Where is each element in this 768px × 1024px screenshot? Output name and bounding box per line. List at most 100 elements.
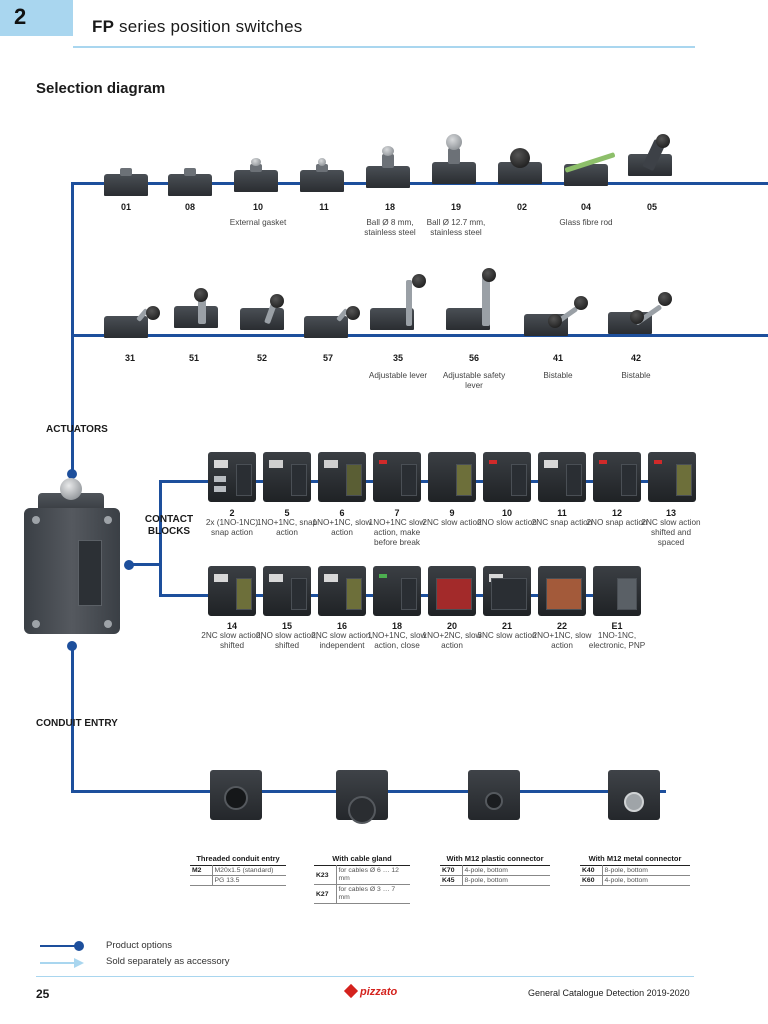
contact-block-desc: 1NO+1NC, slow action bbox=[312, 518, 372, 537]
actuator-11-image bbox=[296, 156, 348, 192]
table-value: 4-pole, bottom bbox=[462, 865, 550, 876]
actuator-05-image bbox=[624, 134, 676, 176]
contact-blocks-label-line2: BLOCKS bbox=[147, 526, 191, 537]
contact-block-desc: 1NO+2NC, slow action bbox=[422, 631, 482, 650]
actuator-code: 19 bbox=[450, 202, 461, 212]
table-title: Threaded conduit entry bbox=[196, 854, 280, 863]
actuator-18-image bbox=[362, 146, 414, 188]
contact-block-desc: 1NO+1NC slow action, make before break bbox=[368, 518, 426, 547]
contact-block-code: 16 bbox=[336, 621, 347, 631]
contact-block-desc: 2NC slow action, shifted bbox=[201, 631, 263, 650]
actuator-desc: Ball Ø 8 mm, stainless steel bbox=[364, 218, 416, 237]
actuator-01-image bbox=[100, 160, 152, 196]
actuator-code: 08 bbox=[184, 202, 195, 212]
actuator-code: 05 bbox=[646, 202, 657, 212]
actuator-code: 52 bbox=[256, 353, 267, 363]
contact-block-desc: 1NO+1NC, slow action, close bbox=[367, 631, 427, 650]
actuator-connector-dot bbox=[67, 469, 77, 479]
actuator-desc: External gasket bbox=[229, 218, 287, 227]
chapter-number: 2 bbox=[14, 4, 27, 29]
table-value: PG 13.5 bbox=[212, 875, 286, 886]
actuator-52-image bbox=[236, 294, 296, 330]
actuator-desc: Ball Ø 12.7 mm, stainless steel bbox=[426, 218, 486, 237]
header-rule bbox=[73, 46, 695, 48]
table-value: for cables Ø 6 … 12 mm bbox=[336, 865, 410, 885]
table-code: M2 bbox=[190, 865, 213, 876]
position-switch-image bbox=[24, 508, 120, 634]
actuator-code: 35 bbox=[392, 353, 403, 363]
table-code: K40 bbox=[580, 865, 603, 876]
contact-block-desc: 2NC slow action, independent bbox=[311, 631, 373, 650]
arrow-right-icon bbox=[74, 958, 84, 968]
contact-block-22-image bbox=[538, 566, 586, 616]
table-title: With cable gland bbox=[332, 854, 392, 863]
actuator-code: 31 bbox=[124, 353, 135, 363]
contact-block-12-image bbox=[593, 452, 641, 502]
contact-block-desc: 2NC slow action shifted and spaced bbox=[641, 518, 701, 547]
actuator-code: 57 bbox=[322, 353, 333, 363]
contact-block-16-image bbox=[318, 566, 366, 616]
legend-product-dot bbox=[74, 941, 84, 951]
contact-block-code: 20 bbox=[446, 621, 457, 631]
page-title: FP series position switches bbox=[92, 17, 302, 37]
actuator-code: 01 bbox=[120, 202, 131, 212]
contact-block-desc: 2NO snap action bbox=[586, 518, 648, 527]
contact-block-desc: 2NC slow action bbox=[422, 518, 482, 527]
contact-blocks-label-line1: CONTACT bbox=[144, 514, 194, 525]
actuator-desc: Adjustable lever bbox=[368, 371, 428, 380]
contact-block-18-image bbox=[373, 566, 421, 616]
contact-block-9-image bbox=[428, 452, 476, 502]
actuator-42-image bbox=[604, 292, 674, 334]
legend-product-line bbox=[40, 945, 78, 947]
contact-trunk-line bbox=[159, 480, 162, 596]
actuator-code: 02 bbox=[516, 202, 527, 212]
table-code: K23 bbox=[314, 865, 337, 885]
contact-block-code: 5 bbox=[284, 508, 290, 518]
actuator-code: 41 bbox=[552, 353, 563, 363]
actuator-19-image bbox=[428, 134, 480, 184]
switch-nameplate bbox=[78, 540, 102, 606]
actuator-code: 51 bbox=[188, 353, 199, 363]
contact-block-10-image bbox=[483, 452, 531, 502]
actuator-code: 56 bbox=[468, 353, 479, 363]
contact-block-code: 18 bbox=[391, 621, 402, 631]
contact-block-14-image bbox=[208, 566, 256, 616]
actuator-31-image bbox=[100, 302, 160, 338]
actuator-row2-line bbox=[71, 334, 768, 337]
actuator-04-image bbox=[560, 150, 616, 186]
contact-block-2-image bbox=[208, 452, 256, 502]
contact-block-desc: 2NO slow action bbox=[477, 518, 537, 527]
conduit-threaded-image bbox=[210, 770, 262, 820]
actuator-row1-line bbox=[71, 182, 768, 185]
actuator-code: 18 bbox=[384, 202, 395, 212]
screw-icon bbox=[104, 620, 112, 628]
brand-mark-icon bbox=[343, 983, 359, 999]
screw-icon bbox=[104, 516, 112, 524]
legend-accessory: Sold separately as accessory bbox=[106, 956, 230, 967]
contact-block-code: 11 bbox=[557, 508, 567, 518]
catalogue-title: General Catalogue Detection 2019-2020 bbox=[528, 988, 690, 998]
actuator-56-image bbox=[442, 268, 502, 330]
actuator-code: 10 bbox=[252, 202, 263, 212]
contact-block-code: 10 bbox=[501, 508, 512, 518]
contact-block-code: E1 bbox=[611, 621, 623, 631]
contact-block-E1-image bbox=[593, 566, 641, 616]
table-code: K70 bbox=[440, 865, 463, 876]
chapter-tab bbox=[0, 0, 73, 36]
section-title: Selection diagram bbox=[36, 80, 166, 97]
actuators-label: ACTUATORS bbox=[46, 424, 108, 435]
brand-logo: pizzato bbox=[343, 983, 397, 999]
conduit-entry-label: CONDUIT ENTRY bbox=[36, 718, 118, 729]
page-number: 25 bbox=[36, 987, 50, 1001]
contact-block-6-image bbox=[318, 452, 366, 502]
actuator-desc: Glass fibre rod bbox=[559, 218, 613, 227]
contact-block-15-image bbox=[263, 566, 311, 616]
table-value: M20x1.5 (standard) bbox=[212, 865, 286, 876]
screw-icon bbox=[32, 620, 40, 628]
conduit-m12-metal-image bbox=[608, 770, 660, 820]
legend-accessory-line bbox=[40, 962, 76, 964]
